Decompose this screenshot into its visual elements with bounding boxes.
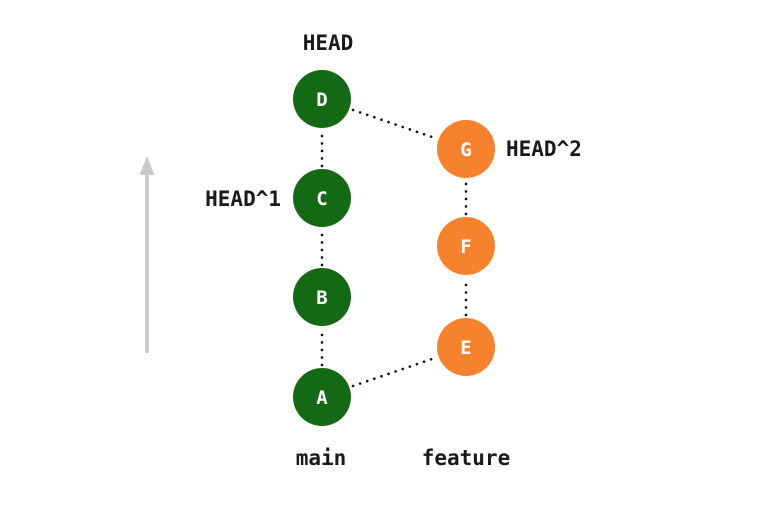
- commit-node-b: B: [293, 268, 351, 326]
- timeline-up-arrow-icon: [139, 156, 155, 353]
- commit-node-d: D: [293, 70, 351, 128]
- head-parent2-label: HEAD^2: [506, 137, 582, 161]
- head-label: HEAD: [303, 31, 354, 55]
- commit-label-g: G: [460, 139, 471, 161]
- commit-label-a: A: [316, 387, 328, 409]
- commit-circle-b: [293, 268, 351, 326]
- commit-circle-e: [437, 318, 495, 376]
- edge-a-e: [351, 356, 437, 388]
- commit-label-b: B: [316, 287, 327, 309]
- branch-label-feature: feature: [422, 446, 511, 470]
- commit-circle-g: [437, 120, 495, 178]
- head-parent1-label: HEAD^1: [205, 187, 281, 211]
- commit-node-g: G: [437, 120, 495, 178]
- commit-circle-a: [293, 368, 351, 426]
- commit-node-c: C: [293, 169, 351, 227]
- commit-label-e: E: [460, 337, 471, 359]
- commit-node-a: A: [293, 368, 351, 426]
- commit-circle-f: [437, 217, 495, 275]
- commit-label-c: C: [316, 188, 327, 210]
- commit-node-e: E: [437, 318, 495, 376]
- branch-label-main: main: [296, 446, 347, 470]
- commit-circle-d: [293, 70, 351, 128]
- commit-node-f: F: [437, 217, 495, 275]
- commit-label-d: D: [316, 89, 327, 111]
- edge-d-g: [351, 108, 437, 140]
- arrow-head: [139, 156, 155, 175]
- commit-label-f: F: [460, 236, 471, 258]
- commit-circle-c: [293, 169, 351, 227]
